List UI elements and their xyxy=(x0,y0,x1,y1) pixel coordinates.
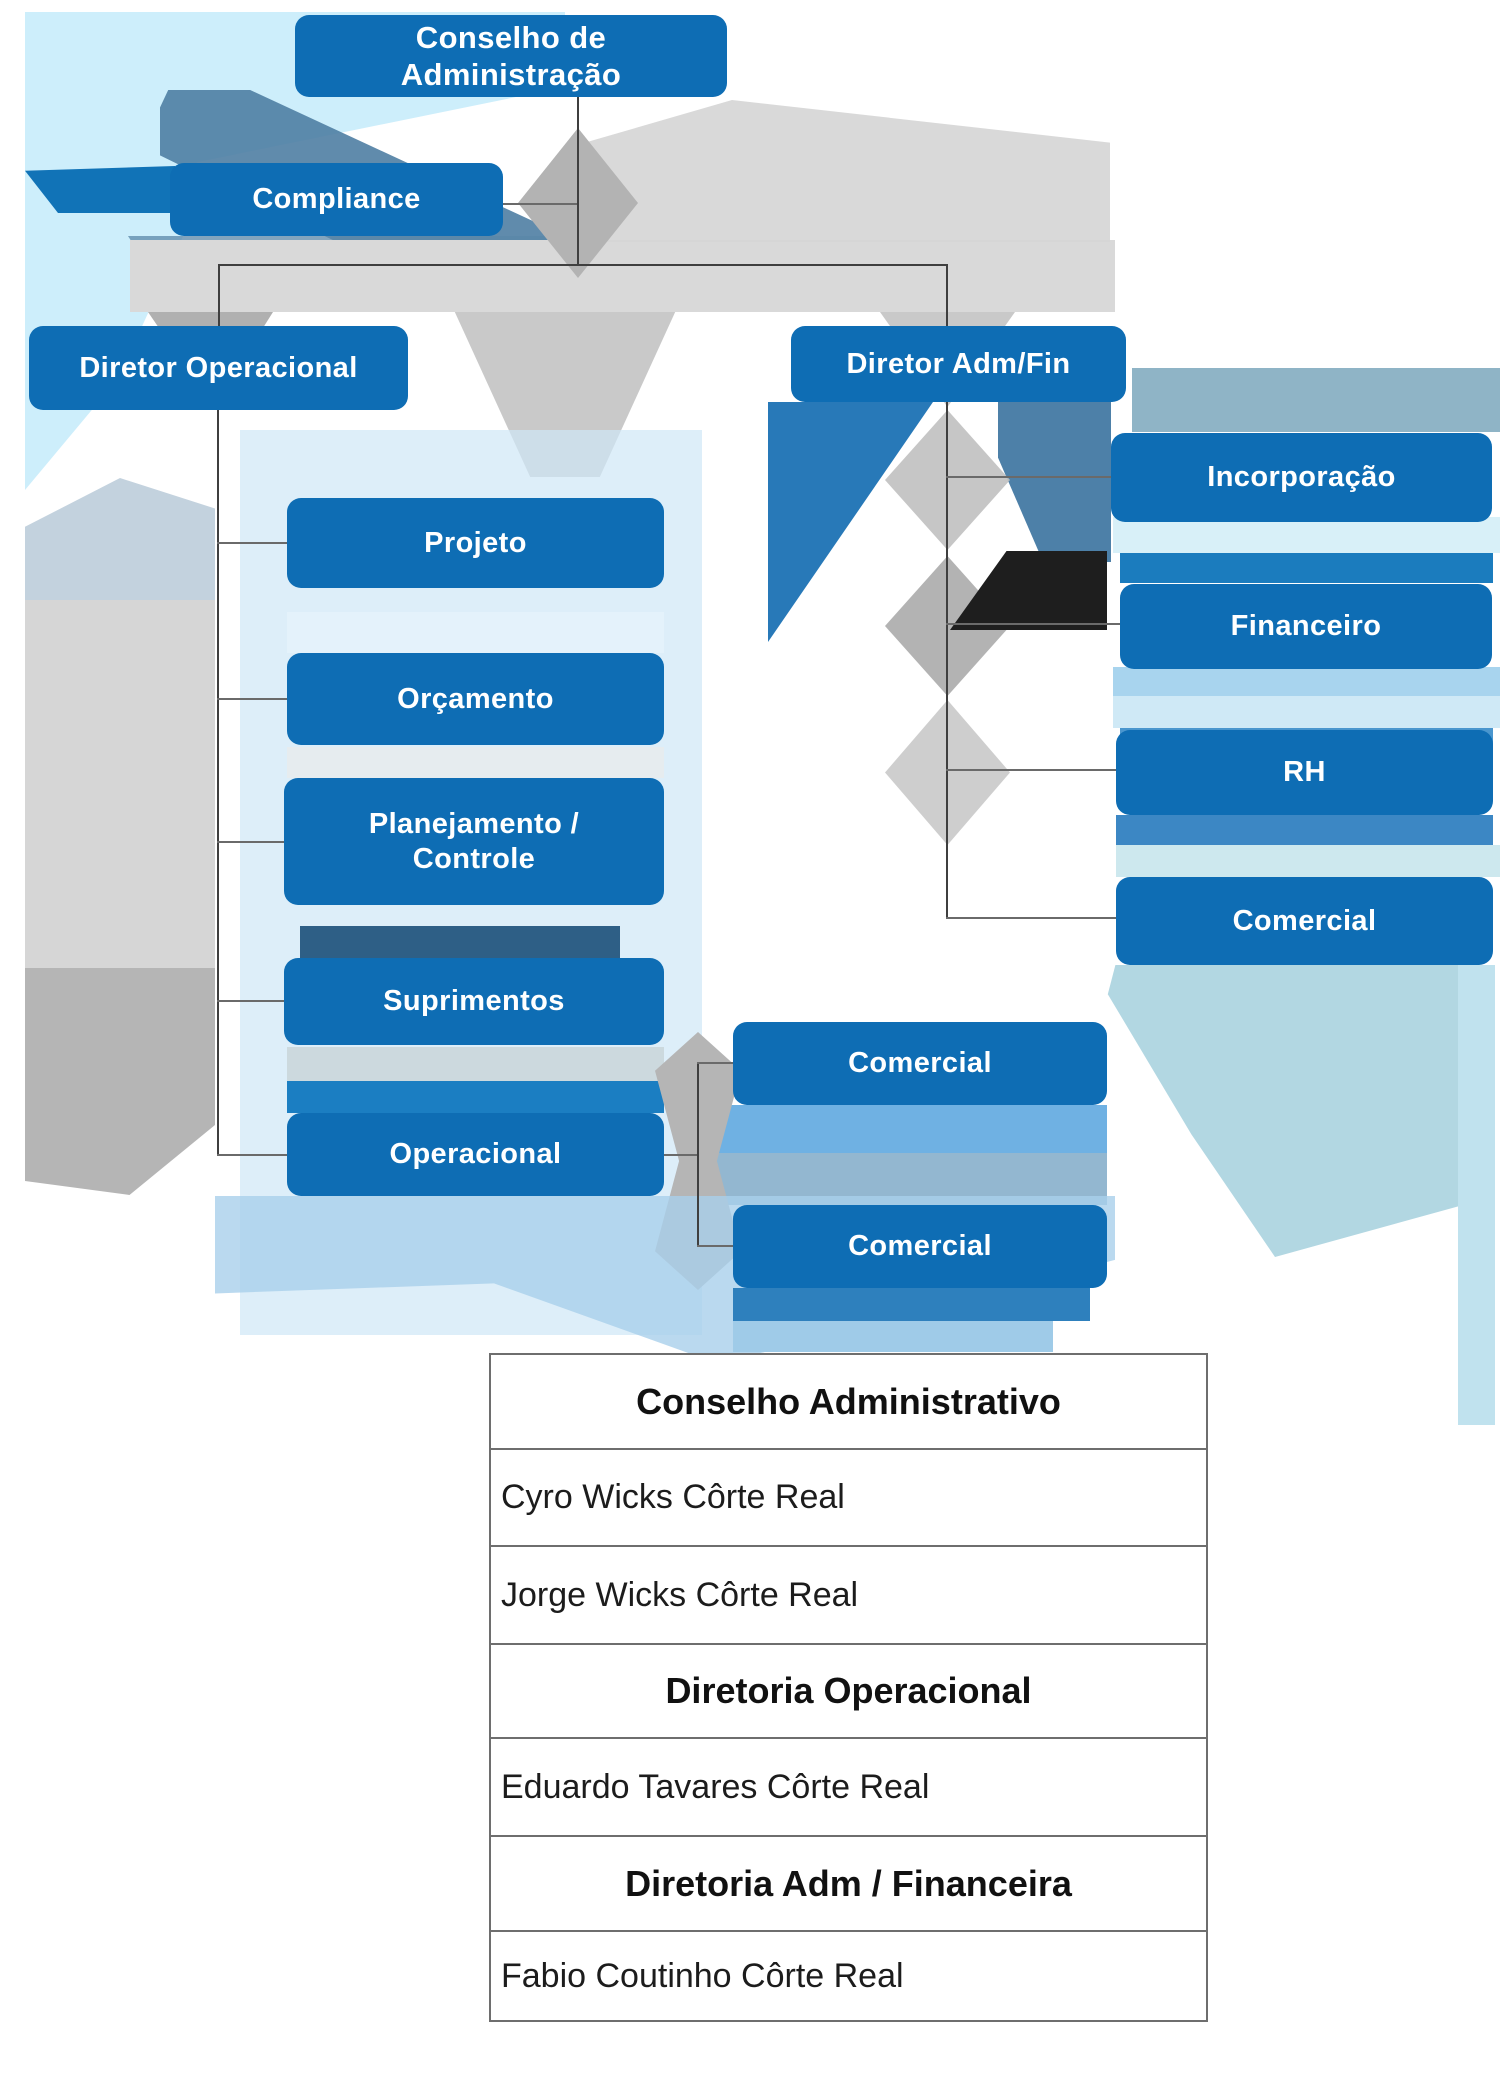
background-artifact xyxy=(1113,667,1500,696)
background-artifact xyxy=(1120,553,1493,583)
connector-stub-projeto xyxy=(217,542,287,544)
org-node-operacional: Operacional xyxy=(287,1113,664,1196)
connector-stub-rh xyxy=(946,769,1116,771)
connector-stub-operacional xyxy=(217,1154,287,1156)
connector-line-drop-left xyxy=(218,264,220,326)
connector-stub-orcamento xyxy=(217,698,287,700)
connector-line-operacional-out xyxy=(664,1154,698,1156)
background-artifact xyxy=(1116,845,1500,877)
connector-line-left-trunk xyxy=(217,410,219,1156)
background-artifact xyxy=(287,612,664,653)
roster-table: Conselho Administrativo Cyro Wicks Côrte… xyxy=(489,1353,1208,2022)
connector-stub-incorporacao xyxy=(946,476,1111,478)
background-artifact xyxy=(287,747,664,778)
org-node-orcamento: Orçamento xyxy=(287,653,664,745)
connector-line-trunk-top xyxy=(577,97,579,264)
background-artifact xyxy=(1458,965,1495,1425)
org-node-rh: RH xyxy=(1116,730,1493,815)
org-node-diretor-operacional: Diretor Operacional xyxy=(29,326,408,410)
table-section-header: Conselho Administrativo xyxy=(636,1380,1061,1422)
org-node-financeiro: Financeiro xyxy=(1120,584,1492,669)
background-artifact xyxy=(733,1288,1090,1321)
connector-stub-financeiro xyxy=(946,623,1120,625)
background-artifact xyxy=(1132,368,1500,432)
table-row: Eduardo Tavares Côrte Real xyxy=(491,1737,1206,1835)
background-artifact xyxy=(300,926,620,958)
table-section-header: Diretoria Operacional xyxy=(491,1643,1206,1737)
connector-stub-planejamento xyxy=(217,841,287,843)
org-node-conselho-de-administracao: Conselho de Administração xyxy=(295,15,727,97)
org-node-compliance: Compliance xyxy=(170,163,503,236)
org-node-comercial-2: Comercial xyxy=(733,1205,1107,1288)
background-artifact xyxy=(130,240,1115,312)
background-artifact xyxy=(25,478,215,600)
table-section-header: Diretoria Adm / Financeira xyxy=(491,1835,1206,1930)
table-row: Fabio Coutinho Côrte Real xyxy=(491,1930,1206,2020)
table-row: Cyro Wicks Côrte Real xyxy=(491,1448,1206,1545)
background-artifact xyxy=(1116,815,1493,845)
background-artifact xyxy=(25,600,215,968)
org-node-projeto: Projeto xyxy=(287,498,664,588)
org-node-comercial-1: Comercial xyxy=(733,1022,1107,1105)
org-node-comercial-right: Comercial xyxy=(1116,877,1493,965)
connector-stub-comercial-2 xyxy=(697,1245,733,1247)
background-artifact xyxy=(1113,517,1500,553)
background-artifact xyxy=(25,1125,215,1195)
background-artifact xyxy=(733,1321,1053,1352)
connector-line-mid-trunk xyxy=(697,1063,699,1247)
org-node-planejamento-controle: Planejamento / Controle xyxy=(284,778,664,905)
connector-line-compliance xyxy=(503,203,577,205)
background-artifact xyxy=(715,1105,1107,1153)
connector-line-right-trunk xyxy=(946,402,948,918)
connector-line-branch xyxy=(218,264,948,266)
background-artifact xyxy=(1113,696,1500,728)
background-artifact xyxy=(287,1047,664,1081)
background-artifact xyxy=(1107,965,1465,1257)
connector-stub-comercial-right xyxy=(946,917,1116,919)
table-row: Jorge Wicks Côrte Real xyxy=(491,1545,1206,1643)
org-node-incorporacao: Incorporação xyxy=(1111,433,1492,522)
background-artifact xyxy=(287,1081,664,1113)
org-node-diretor-adm-fin: Diretor Adm/Fin xyxy=(791,326,1126,402)
background-artifact xyxy=(585,100,1110,242)
connector-line-drop-right xyxy=(946,264,948,326)
background-artifact xyxy=(25,968,215,1125)
connector-stub-comercial-1 xyxy=(697,1062,733,1064)
connector-stub-suprimentos xyxy=(217,1000,287,1002)
org-node-suprimentos: Suprimentos xyxy=(284,958,664,1045)
